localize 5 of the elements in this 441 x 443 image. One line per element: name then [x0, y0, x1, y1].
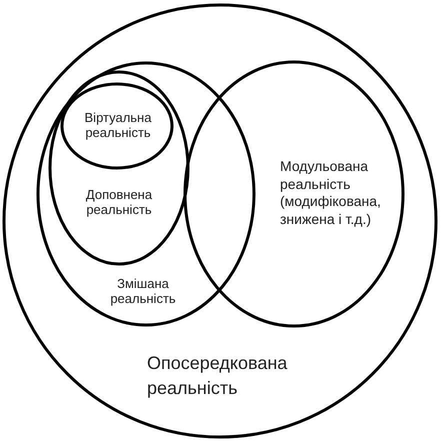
set-label: Доповнена реальність	[84, 187, 154, 217]
set-label: Опосередкована реальність	[147, 352, 288, 400]
set-label: Модульована реальність (модифікована, знижена і т.д.)	[280, 158, 382, 228]
set-label: Змішана реальність	[109, 276, 177, 306]
set-label: Віртуальна реальність	[84, 110, 152, 140]
